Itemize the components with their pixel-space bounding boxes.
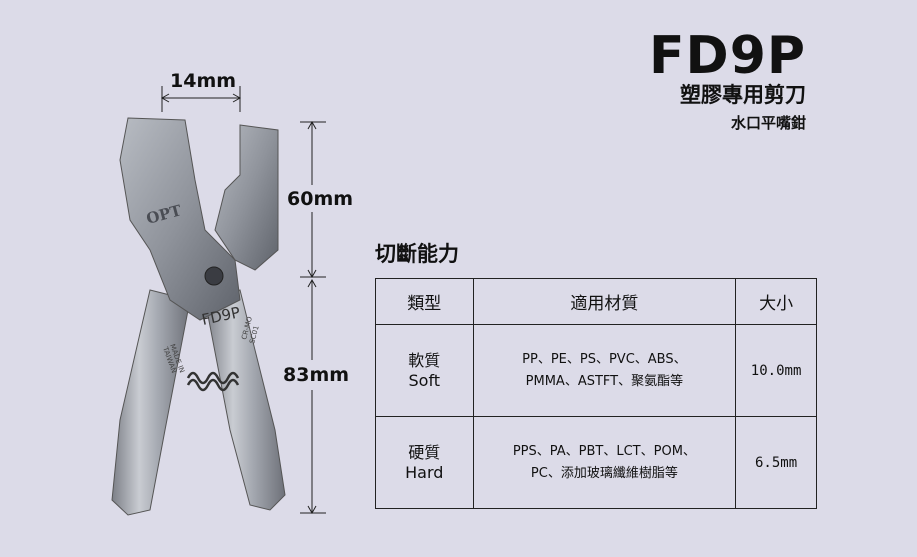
- left-handle: [111, 289, 191, 516]
- right-handle: [204, 289, 286, 511]
- material-line: PC、添加玻璃纖維樹脂等: [530, 465, 678, 481]
- spring: [186, 371, 240, 392]
- handle-length-label: 83mm: [283, 364, 350, 386]
- type-cell: 軟質 Soft: [375, 324, 474, 417]
- width-dimension-label: 14mm: [170, 70, 237, 92]
- size-cell: 10.0mm: [735, 324, 817, 417]
- dimension-guides: [160, 86, 326, 515]
- cutting-capacity-table: 類型 適用材質 大小 軟質 Soft PP、PE、PS、PVC、ABS、 PMM…: [375, 278, 817, 509]
- pivot-screw: [204, 266, 224, 286]
- product-subtitle: 塑膠專用剪刀: [680, 83, 806, 107]
- type-name-zh: 軟質: [408, 350, 441, 370]
- type-cell: 硬質 Hard: [375, 416, 474, 509]
- material-cell: PPS、PA、PBT、LCT、POM、 PC、添加玻璃纖維樹脂等: [472, 416, 737, 509]
- material-cell: PP、PE、PS、PVC、ABS、 PMMA、ASTFT、聚氨酯等: [472, 324, 737, 417]
- column-header-size: 大小: [735, 278, 817, 325]
- table-row: 硬質 Hard PPS、PA、PBT、LCT、POM、 PC、添加玻璃纖維樹脂等…: [375, 416, 817, 509]
- cutting-capacity-heading: 切斷能力: [375, 242, 459, 266]
- material-line: PMMA、ASTFT、聚氨酯等: [525, 373, 684, 389]
- product-subtitle-secondary: 水口平嘴鉗: [730, 114, 806, 132]
- right-jaw: [214, 124, 279, 271]
- column-header-type: 類型: [375, 278, 474, 325]
- table-header-row: 類型 適用材質 大小: [375, 278, 817, 325]
- size-cell: 6.5mm: [735, 416, 817, 509]
- table-row: 軟質 Soft PP、PE、PS、PVC、ABS、 PMMA、ASTFT、聚氨酯…: [375, 324, 817, 417]
- product-model-title: FD9P: [649, 26, 806, 86]
- material-line: PP、PE、PS、PVC、ABS、: [522, 352, 687, 368]
- material-line: PPS、PA、PBT、LCT、POM、: [512, 444, 696, 460]
- type-name-en: Hard: [405, 462, 444, 482]
- type-name-en: Soft: [408, 370, 441, 390]
- column-header-material: 適用材質: [472, 278, 737, 325]
- blade-length-label: 60mm: [287, 188, 354, 210]
- type-name-zh: 硬質: [408, 442, 441, 462]
